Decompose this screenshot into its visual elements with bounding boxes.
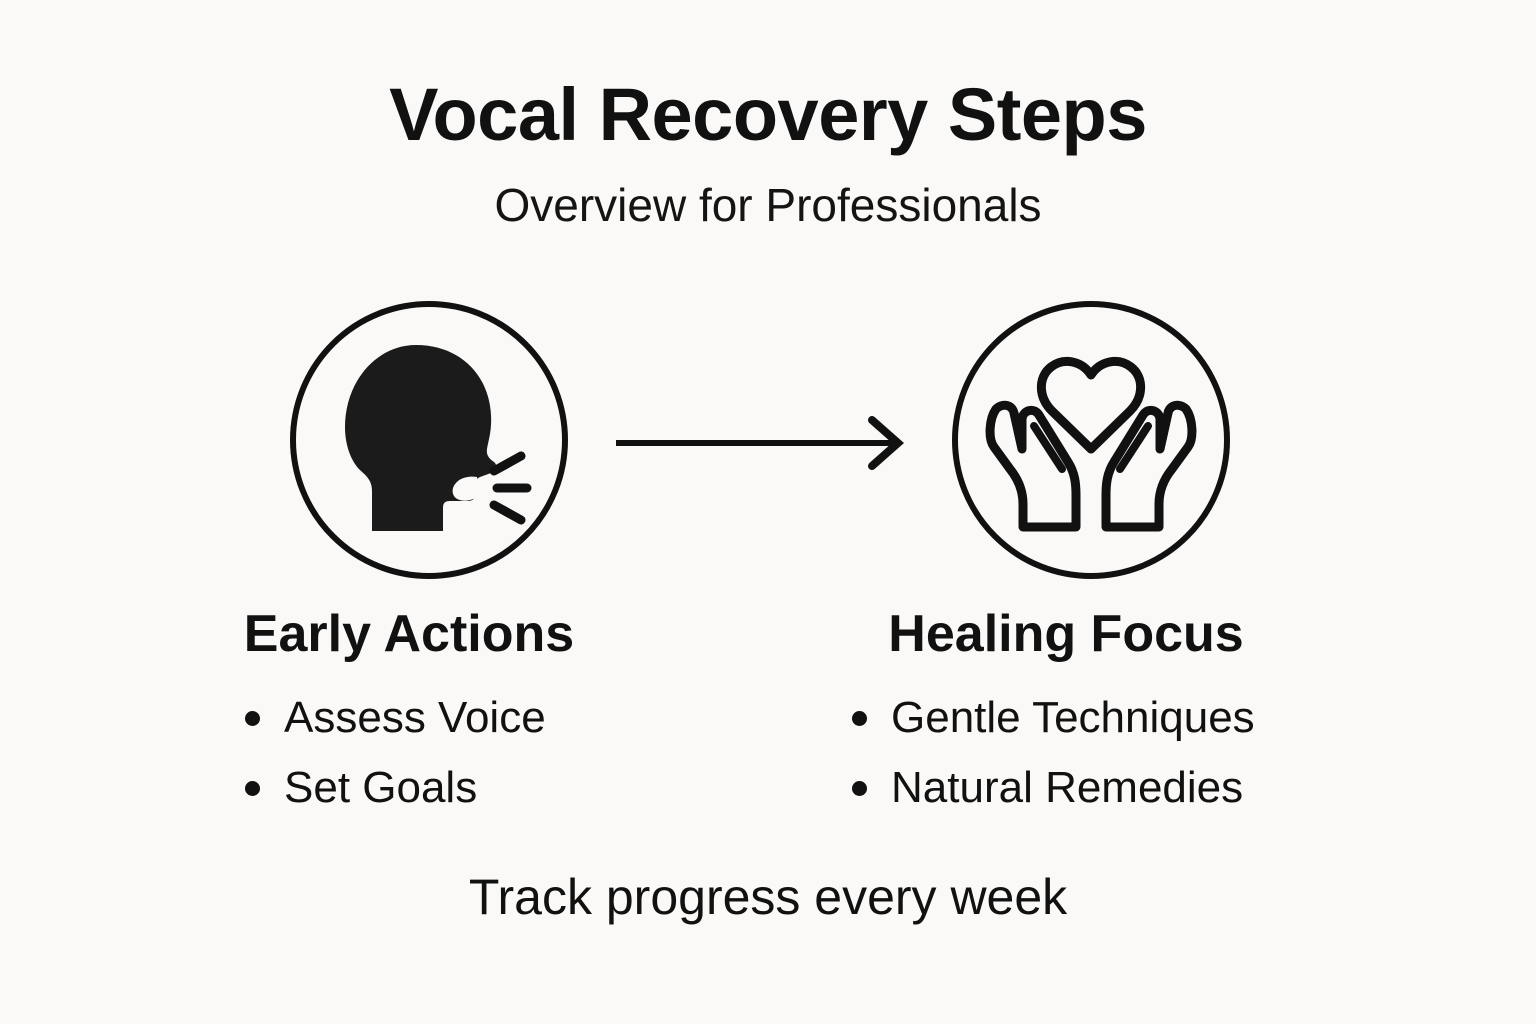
column-heading-healing-focus: Healing Focus (888, 605, 1244, 663)
speaking-head-icon-graphic (290, 301, 568, 579)
column-healing-focus: Healing Focus Gentle Techniques Natural … (800, 608, 1340, 836)
bullet-dot-icon (852, 710, 867, 726)
speech-line-upper (489, 451, 526, 476)
list-item-label: Gentle Techniques (891, 693, 1255, 742)
footer-text: Track progress every week (468, 869, 1068, 925)
list-item: Assess Voice (245, 696, 670, 740)
bullet-list-early-actions: Assess Voice Set Goals (190, 696, 670, 810)
speaking-head-icon (288, 299, 570, 581)
right-hand-shape (1101, 400, 1197, 532)
list-item-label: Set Goals (284, 763, 478, 812)
list-item-label: Assess Voice (284, 693, 546, 742)
arrow-right-icon-graphic (616, 416, 905, 470)
mouth-opening-shape (452, 476, 479, 501)
column-heading-early-actions: Early Actions (243, 605, 575, 663)
icon-circle-outline (952, 301, 1230, 579)
speech-lines-group (489, 451, 532, 525)
arrow-head (868, 416, 905, 470)
list-item: Gentle Techniques (852, 696, 1340, 740)
header: Vocal Recovery Steps Overview for Profes… (0, 73, 1536, 231)
bullet-dot-icon (245, 780, 260, 796)
icon-circle-outline (290, 301, 568, 579)
column-early-actions: Early Actions Assess Voice Set Goals (190, 608, 670, 836)
left-hand-shape (985, 400, 1081, 532)
speech-line-lower (489, 500, 526, 525)
right-hand-thumb-line (1116, 422, 1152, 473)
page-title: Vocal Recovery Steps (389, 73, 1147, 156)
footer: Track progress every week (0, 872, 1536, 922)
bullet-list-healing-focus: Gentle Techniques Natural Remedies (800, 696, 1340, 810)
list-item: Set Goals (245, 766, 670, 810)
list-item: Natural Remedies (852, 766, 1340, 810)
list-item-label: Natural Remedies (891, 763, 1244, 812)
head-silhouette-shape (345, 345, 497, 531)
heart-shape (1036, 356, 1146, 454)
page-subtitle: Overview for Professionals (494, 179, 1042, 231)
left-hand-thumb-line (1030, 422, 1066, 473)
bullet-dot-icon (245, 710, 260, 726)
hands-holding-heart-icon (950, 299, 1232, 581)
hands-holding-heart-icon-graphic (952, 301, 1230, 579)
arrow-right-icon (610, 412, 910, 474)
bullet-dot-icon (852, 780, 867, 796)
